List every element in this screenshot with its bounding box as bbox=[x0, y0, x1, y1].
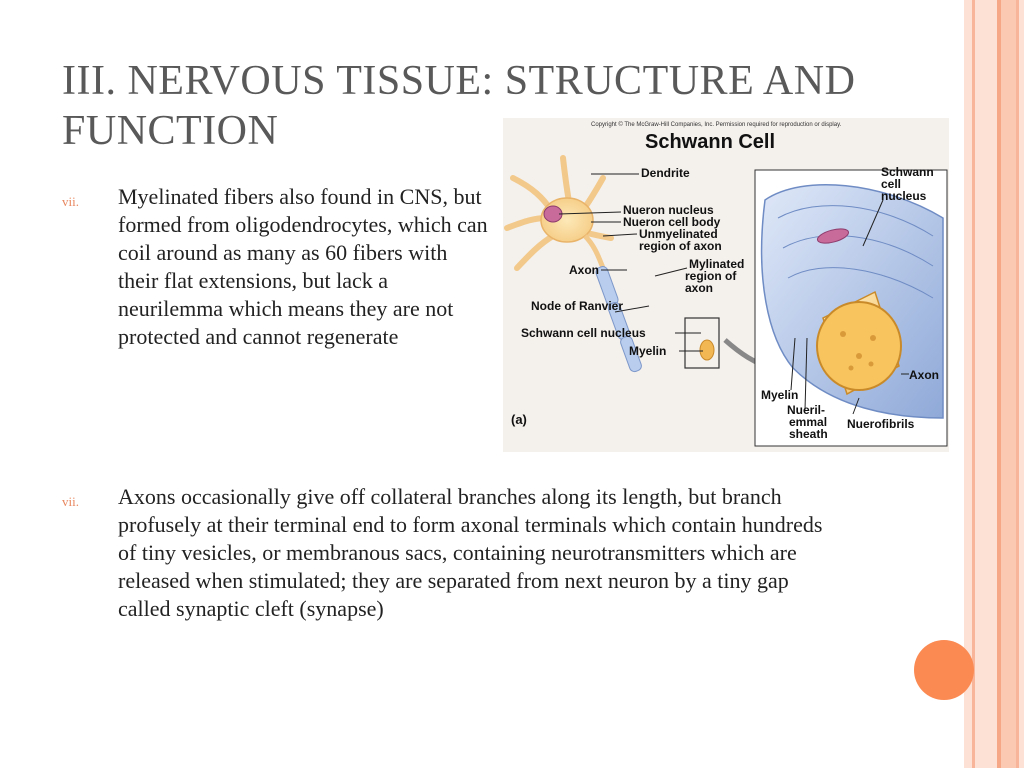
label-myelin-right: Myelin bbox=[761, 388, 798, 402]
label-schwann-cell-nucleus: Schwann cell nucleus bbox=[521, 326, 646, 340]
label-dendrite: Dendrite bbox=[641, 166, 690, 180]
label-mylinated-axon: axon bbox=[685, 281, 713, 295]
label-schwann: Schwann bbox=[881, 165, 934, 179]
label-mylinated-region: region of bbox=[685, 269, 737, 283]
enlarged-schwann-cell bbox=[754, 169, 948, 447]
label-myelin-left: Myelin bbox=[629, 344, 666, 358]
label-neuron-cell-body: Nueron cell body bbox=[623, 215, 721, 229]
bullet-text: Myelinated fibers also found in CNS, but… bbox=[118, 184, 488, 349]
label-unmyelinated-region: region of axon bbox=[639, 239, 722, 253]
label-mylinated: Mylinated bbox=[689, 257, 744, 271]
label-unmyelinated: Unmyelinated bbox=[639, 227, 718, 241]
label-axon-left: Axon bbox=[569, 263, 599, 277]
axon-diagram bbox=[583, 234, 720, 373]
schwann-cell-figure: Copyright © The McGraw-Hill Companies, I… bbox=[503, 118, 949, 452]
bullet-text: Axons occasionally give off collateral b… bbox=[118, 484, 823, 621]
label-neurilemmal: emmal bbox=[789, 415, 827, 429]
label-schwann-nucleus: nucleus bbox=[881, 189, 927, 203]
label-sheath: sheath bbox=[789, 427, 828, 441]
label-node-of-ranvier: Node of Ranvier bbox=[531, 299, 623, 313]
neuron-cell-body bbox=[504, 155, 614, 271]
figure-copyright: Copyright © The McGraw-Hill Companies, I… bbox=[591, 121, 842, 128]
decorative-side-border bbox=[964, 0, 1024, 768]
label-schwann-cell: cell bbox=[881, 177, 901, 191]
label-neuron-nucleus: Nueron nucleus bbox=[623, 203, 714, 217]
label-axon-right: Axon bbox=[909, 368, 939, 382]
decorative-circle bbox=[914, 640, 974, 700]
bullet-marker: vii. bbox=[62, 494, 79, 509]
slide-title: III. NERVOUS TISSUE: STRUCTURE AND FUNCT… bbox=[62, 58, 856, 154]
label-neurilemma: Nueril- bbox=[787, 403, 825, 417]
figure-panel-label: (a) bbox=[511, 412, 527, 427]
label-neurofibrils: Nuerofibrils bbox=[847, 417, 915, 431]
figure-title: Schwann Cell bbox=[645, 131, 775, 153]
bullet-marker: vii. bbox=[62, 194, 79, 209]
